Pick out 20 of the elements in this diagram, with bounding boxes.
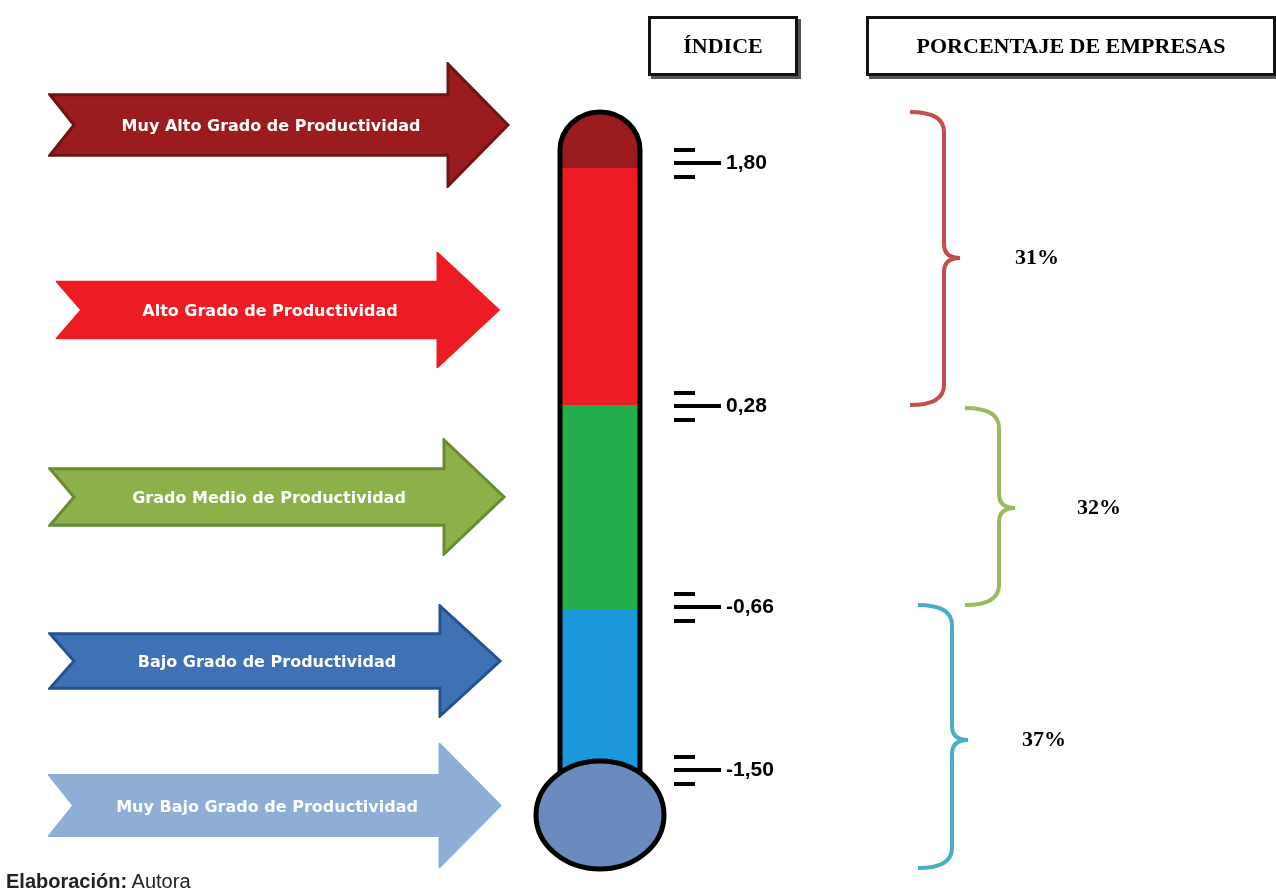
index-value: 1,80 <box>726 150 767 174</box>
source-note: Elaboración: Autora <box>6 870 191 892</box>
index-value: -1,50 <box>726 757 774 781</box>
arrow-banner <box>48 62 510 188</box>
arrow-label: Alto Grado de Productividad <box>142 300 398 320</box>
arrow-label: Muy Alto Grado de Productividad <box>121 115 421 135</box>
percentage-value: 37% <box>1022 726 1066 752</box>
header-box: ÍNDICE <box>648 16 798 76</box>
arrow-banner <box>48 438 506 556</box>
arrow-label: Grado Medio de Productividad <box>132 487 406 507</box>
percentage-value: 31% <box>1015 244 1059 270</box>
arrow-label: Bajo Grado de Productividad <box>137 651 397 671</box>
header-box: PORCENTAJE DE EMPRESAS <box>866 16 1276 76</box>
percentage-value: 32% <box>1077 494 1121 520</box>
arrow-banner <box>48 604 502 718</box>
index-value: -0,66 <box>726 594 774 618</box>
index-value: 0,28 <box>726 393 767 417</box>
arrow-banner <box>48 743 502 868</box>
arrow-label: Muy Bajo Grado de Productividad <box>116 796 418 815</box>
arrow-banner <box>56 252 500 368</box>
